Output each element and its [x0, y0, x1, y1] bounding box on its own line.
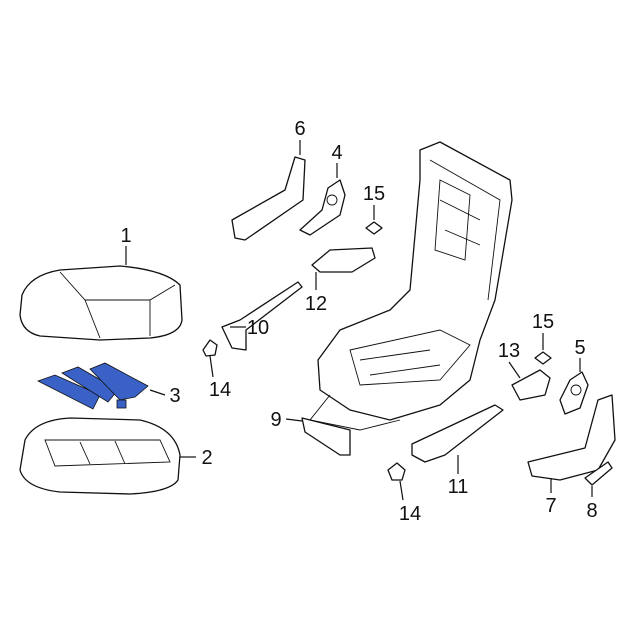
callout-5: 5: [574, 337, 585, 359]
part-11-rail-cover[interactable]: [411, 404, 504, 463]
part-14-clip-right[interactable]: [387, 462, 406, 481]
callout-11: 11: [448, 476, 469, 498]
part-7-side-shield[interactable]: [527, 394, 616, 481]
part-2-seat-cushion[interactable]: [19, 417, 181, 495]
part-9-cover[interactable]: [301, 417, 351, 456]
part-5-recliner-cover[interactable]: [559, 371, 589, 415]
part-12-bracket[interactable]: [311, 247, 376, 273]
part-14-clip-left[interactable]: [202, 339, 218, 357]
callout-6: 6: [294, 118, 305, 140]
part-6-side-shield[interactable]: [231, 156, 306, 241]
part-15-clip[interactable]: [365, 221, 383, 235]
callout-8: 8: [586, 500, 597, 522]
callout-9: 9: [270, 409, 281, 431]
callout-7: 7: [545, 495, 556, 517]
callout-4: 4: [331, 142, 342, 164]
callout-15-top: 15: [363, 183, 385, 205]
callout-2: 2: [201, 447, 212, 469]
part-3-seat-heater[interactable]: [36, 362, 149, 410]
callout-13: 13: [498, 340, 520, 362]
callout-14-left: 14: [209, 379, 231, 401]
callout-12: 12: [305, 293, 327, 315]
part-10-trim[interactable]: [221, 281, 303, 351]
callout-14-right: 14: [399, 503, 421, 525]
callout-10: 10: [247, 317, 269, 339]
callout-3: 3: [169, 385, 180, 407]
callout-15-right: 15: [532, 311, 554, 333]
part-8-trim[interactable]: [584, 461, 613, 486]
callout-1: 1: [120, 225, 131, 247]
part-4-recliner-cover[interactable]: [299, 179, 346, 236]
part-13-bracket[interactable]: [511, 369, 551, 401]
leader-lines: [125, 140, 593, 501]
part-1-seat-cover[interactable]: [19, 265, 183, 341]
seat-frame-assembly: [309, 141, 513, 431]
part-15-clip-right[interactable]: [534, 351, 552, 365]
